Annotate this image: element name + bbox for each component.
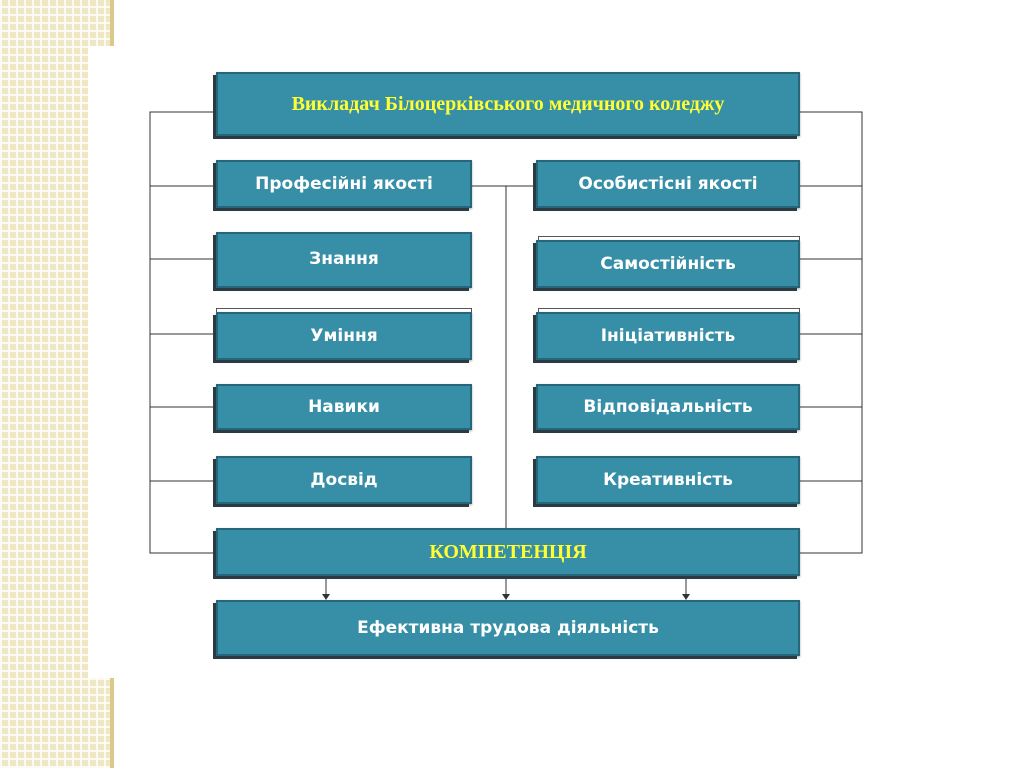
- initiative-label: Ініціативність: [600, 326, 736, 346]
- skills-label: Уміння: [310, 326, 378, 346]
- responsibility-label: Відповідальність: [583, 397, 753, 417]
- competence-box: КОМПЕТЕНЦІЯ: [216, 528, 800, 576]
- experience-box: Досвід: [216, 456, 472, 504]
- independence-label: Самостійність: [600, 254, 736, 274]
- arrow-head-3: [682, 594, 690, 600]
- left-bracket: [149, 111, 216, 554]
- result-box: Ефективна трудова діяльність: [216, 600, 800, 656]
- knowledge-box: Знання: [216, 232, 472, 288]
- result-label: Ефективна трудова діяльність: [357, 618, 659, 638]
- arrow-head-1: [322, 594, 330, 600]
- knowledge-label: Знання: [309, 249, 379, 269]
- professional-qualities-box: Професійні якості: [216, 160, 472, 208]
- personal-qualities-box: Особистісні якості: [536, 160, 800, 208]
- creativity-label: Креативність: [603, 470, 733, 490]
- habits-box: Навики: [216, 384, 472, 430]
- habits-label: Навики: [308, 397, 380, 417]
- right-bracket: [800, 111, 863, 554]
- creativity-box: Креативність: [536, 456, 800, 504]
- experience-label: Досвід: [310, 470, 378, 490]
- title-box: Викладач Білоцерківського медичного коле…: [216, 72, 800, 136]
- skills-box: Уміння: [216, 312, 472, 360]
- responsibility-box: Відповідальність: [536, 384, 800, 430]
- professional-qualities-label: Професійні якості: [255, 174, 433, 194]
- personal-qualities-label: Особистісні якості: [578, 174, 758, 194]
- independence-box: Самостійність: [536, 240, 800, 288]
- title-text: Викладач Білоцерківського медичного коле…: [291, 92, 725, 115]
- competence-label: КОМПЕТЕНЦІЯ: [429, 540, 587, 563]
- arrow-head-2: [502, 594, 510, 600]
- initiative-box: Ініціативність: [536, 312, 800, 360]
